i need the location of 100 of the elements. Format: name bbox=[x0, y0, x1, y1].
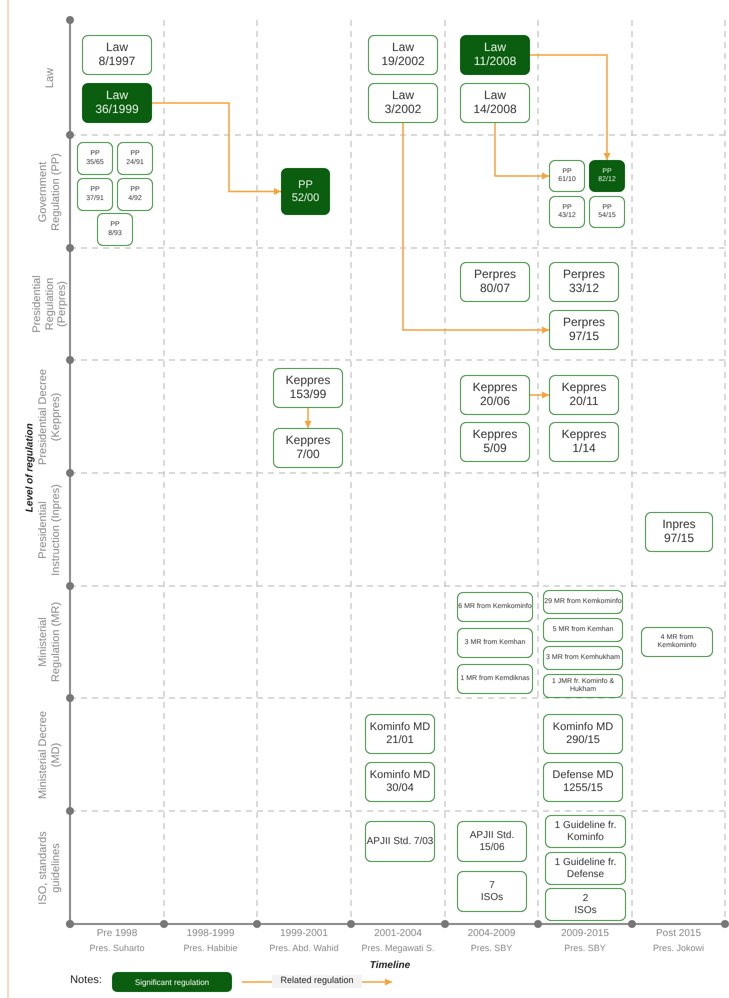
regulation-box bbox=[460, 83, 530, 123]
regulation-box bbox=[457, 664, 533, 694]
regulation-box bbox=[549, 422, 619, 462]
row-label: ISO, standards guidelines bbox=[36, 830, 63, 906]
regulation-label: 2 ISOs bbox=[574, 893, 597, 916]
regulation-box bbox=[460, 262, 530, 302]
regulation-box bbox=[545, 852, 626, 885]
period-label: 2004-2009 bbox=[466, 928, 516, 940]
regulation-label: Perpres 33/12 bbox=[562, 268, 606, 296]
regulation-box bbox=[365, 714, 435, 754]
president-label: Pres. Suharto bbox=[88, 943, 146, 954]
regulation-label: Law 19/2002 bbox=[381, 41, 425, 69]
row-label: Law bbox=[42, 66, 57, 90]
regulation-box bbox=[117, 142, 153, 175]
regulation-box bbox=[365, 821, 435, 862]
regulation-label: APJII Std. 15/06 bbox=[468, 830, 516, 853]
regulation-box bbox=[543, 674, 623, 698]
row-label: Government Regulation (PP) bbox=[36, 152, 63, 232]
president-label: Pres. Jokowi bbox=[652, 943, 706, 954]
president-label: Pres. Abd. Wahid bbox=[268, 943, 340, 954]
regulation-label: APJII Std. 7/03 bbox=[366, 836, 434, 848]
regulation-box bbox=[365, 762, 435, 802]
president-label: Pres. Megawati S. bbox=[360, 943, 436, 954]
regulation-box bbox=[549, 375, 619, 415]
regulation-box bbox=[97, 213, 133, 246]
row-label: Presidential Decree (Keppres) bbox=[36, 368, 63, 466]
regulation-box bbox=[545, 815, 626, 848]
regulation-label: 1 Guideline fr. Defense bbox=[554, 857, 618, 880]
regulation-box bbox=[82, 35, 152, 75]
arrow bbox=[530, 392, 549, 398]
regulation-box bbox=[457, 592, 533, 622]
period-label: 2009-2015 bbox=[560, 928, 610, 940]
period-label: 2001-2004 bbox=[373, 928, 423, 940]
regulation-label: PP 52/00 bbox=[292, 178, 320, 204]
regulation-label: Kominfo MD 21/01 bbox=[368, 721, 432, 747]
arrow bbox=[402, 123, 549, 334]
legend-label: Related regulation bbox=[272, 975, 362, 988]
arrow bbox=[530, 54, 610, 160]
regulation-box bbox=[543, 762, 623, 802]
regulation-label: Keppres 1/14 bbox=[562, 428, 606, 456]
row-label: Presidential Instruction (Inpres) bbox=[36, 482, 63, 578]
axis-title: Timeline bbox=[368, 960, 412, 972]
regulation-label: Perpres 80/07 bbox=[474, 268, 516, 296]
regulation-box bbox=[543, 618, 623, 642]
regulation-box bbox=[77, 142, 113, 175]
significant-regulation-box bbox=[589, 160, 625, 192]
regulation-box bbox=[543, 646, 623, 670]
regulation-label: Law 3/2002 bbox=[384, 89, 422, 117]
axis-title: Level of regulation bbox=[24, 422, 36, 514]
regulation-box bbox=[549, 310, 619, 350]
president-label: Pres. SBY bbox=[563, 943, 607, 954]
regulation-box bbox=[645, 512, 713, 552]
regulation-label: Keppres 20/11 bbox=[562, 381, 606, 409]
regulation-box bbox=[457, 628, 533, 658]
regulation-box bbox=[457, 821, 527, 862]
regulation-label: Kominfo MD 290/15 bbox=[552, 721, 614, 747]
regulation-box bbox=[543, 714, 623, 754]
regulation-box bbox=[460, 422, 530, 462]
row-label: Ministerial Regulation (MR) bbox=[36, 600, 63, 684]
regulation-box bbox=[457, 871, 527, 912]
legend-item: Significant regulation bbox=[112, 972, 232, 992]
significant-regulation-box bbox=[460, 35, 530, 75]
significant-regulation-box bbox=[281, 168, 330, 215]
notes-label: Notes: bbox=[69, 974, 103, 987]
regulation-label: Kominfo MD 30/04 bbox=[368, 769, 432, 795]
regulation-box bbox=[545, 888, 626, 921]
president-label: Pres. SBY bbox=[470, 943, 514, 954]
regulation-box bbox=[368, 35, 438, 75]
arrow bbox=[494, 123, 549, 180]
regulation-label: Law 8/1997 bbox=[98, 41, 136, 69]
regulation-box bbox=[77, 178, 113, 211]
arrow bbox=[152, 102, 281, 195]
period-label: Pre 1998 bbox=[96, 928, 138, 940]
row-label: Ministerial Decree (MD) bbox=[36, 709, 63, 801]
regulation-box bbox=[273, 368, 343, 408]
regulation-box bbox=[460, 375, 530, 415]
regulation-label: Perpres 97/15 bbox=[562, 316, 606, 344]
period-label: Post 2015 bbox=[654, 928, 702, 940]
regulation-label: Keppres 20/06 bbox=[472, 381, 518, 409]
regulation-box bbox=[549, 262, 619, 302]
regulation-box bbox=[641, 627, 713, 657]
regulation-label: Law 11/2008 bbox=[474, 41, 516, 69]
regulation-label: 1 Guideline fr. Kominfo bbox=[554, 820, 618, 843]
regulation-box bbox=[549, 196, 585, 228]
arrow bbox=[304, 408, 312, 428]
regulation-label: Defense MD 1255/15 bbox=[551, 769, 615, 795]
regulation-label: Keppres 5/09 bbox=[472, 428, 518, 456]
regulation-label: 7 ISOs bbox=[480, 880, 504, 903]
regulation-label: Inpres 97/15 bbox=[662, 518, 696, 546]
regulation-label: Law 14/2008 bbox=[473, 89, 517, 117]
regulation-box bbox=[549, 160, 585, 192]
significant-regulation-box bbox=[82, 83, 152, 123]
regulation-label: Keppres 7/00 bbox=[286, 434, 330, 462]
period-label: 1998-1999 bbox=[186, 928, 236, 940]
president-label: Pres. Habibie bbox=[182, 943, 239, 954]
period-label: 1999-2001 bbox=[279, 928, 329, 940]
regulation-box bbox=[117, 178, 153, 211]
regulation-box bbox=[368, 83, 438, 123]
regulation-box bbox=[543, 590, 623, 614]
regulation-label: Keppres 153/99 bbox=[286, 374, 330, 402]
